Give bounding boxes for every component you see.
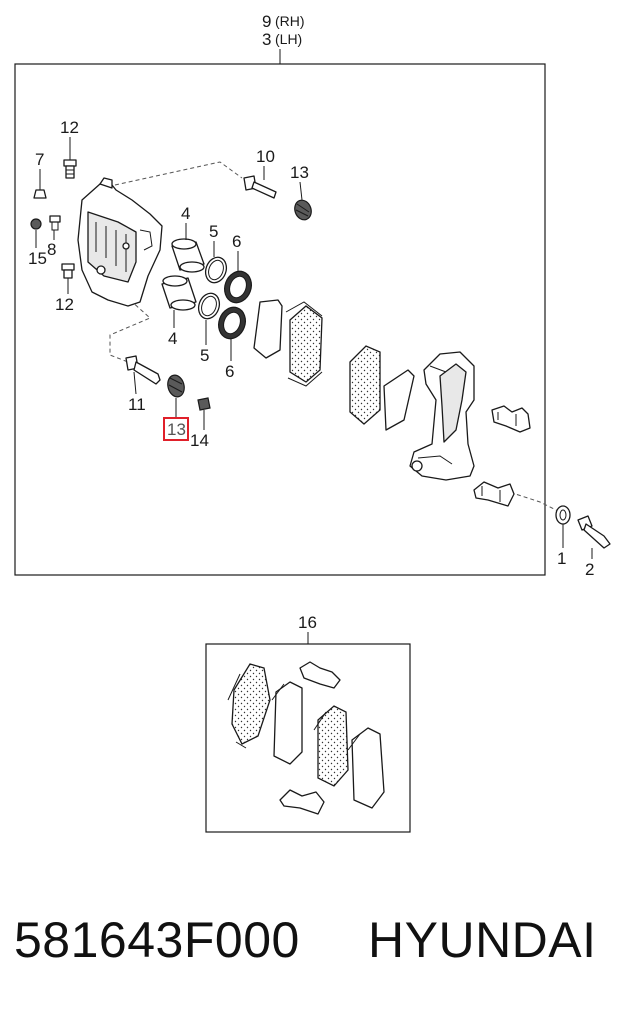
washer-1[interactable] <box>555 505 571 525</box>
callout-3-tag: (LH) <box>275 31 302 47</box>
pad-kit-pad-1[interactable] <box>227 663 271 749</box>
pad-kit-pad-2[interactable] <box>271 681 303 765</box>
caliper-assembly-frame <box>14 63 546 576</box>
callout-10[interactable]: 10 <box>256 147 275 166</box>
guide-line <box>109 299 151 363</box>
bleeder-cap-15[interactable] <box>30 218 42 230</box>
piston-lower[interactable] <box>161 275 197 311</box>
brake-caliper-exploded-diagram: 9 (RH) 3 (LH) <box>14 12 611 833</box>
callout-3-number: 3 <box>262 30 271 49</box>
callout-9-tag: (RH) <box>275 13 305 29</box>
guide-line <box>114 161 243 186</box>
callout-12-lower[interactable]: 12 <box>55 295 74 314</box>
piston-seal-lower[interactable] <box>195 290 223 321</box>
callout-12-upper[interactable]: 12 <box>60 118 79 137</box>
part-number: 581643F000 <box>14 912 300 968</box>
pad-kit-clip-1[interactable] <box>299 661 341 689</box>
caliper-housing[interactable] <box>77 177 163 307</box>
leader-line <box>133 371 137 395</box>
outer-brake-pad[interactable] <box>349 345 415 431</box>
inner-brake-pad[interactable] <box>253 299 323 387</box>
caliper-carrier-bracket[interactable] <box>409 351 475 481</box>
callout-13-lower: 13 <box>167 420 186 439</box>
callout-5-lower[interactable]: 5 <box>200 346 209 365</box>
callout-13-upper[interactable]: 13 <box>290 163 309 182</box>
spring-14[interactable] <box>197 397 211 411</box>
pad-kit-pad-4[interactable] <box>347 727 385 809</box>
callout-4-lower[interactable]: 4 <box>168 329 177 348</box>
callout-11[interactable]: 11 <box>128 395 146 414</box>
footer: 581643F000 HYUNDAI <box>0 905 624 975</box>
callout-8[interactable]: 8 <box>47 240 56 259</box>
callout-4-upper[interactable]: 4 <box>181 204 190 223</box>
piston-seal-upper[interactable] <box>202 254 230 285</box>
highlight-box <box>163 417 189 441</box>
callout-1[interactable]: 1 <box>557 549 566 568</box>
callout-9-3[interactable]: 9 (RH) 3 (LH) <box>262 12 305 64</box>
guide-rod-10[interactable] <box>243 175 277 199</box>
callout-6-lower[interactable]: 6 <box>225 362 234 381</box>
callout-15[interactable]: 15 <box>28 249 47 268</box>
callout-14[interactable]: 14 <box>190 431 209 450</box>
bolt-2[interactable] <box>577 515 611 549</box>
dust-boot-upper[interactable] <box>220 268 255 307</box>
leader-line <box>299 181 303 201</box>
callout-13-highlighted[interactable]: 13 <box>163 398 189 441</box>
guide-boot-13-upper[interactable] <box>292 198 314 222</box>
guide-boot-13-lower[interactable] <box>165 373 186 398</box>
pad-kit-pad-3[interactable] <box>313 705 349 787</box>
pad-clip-upper[interactable] <box>491 405 531 433</box>
callout-5-upper[interactable]: 5 <box>209 222 218 241</box>
callout-2[interactable]: 2 <box>585 560 594 579</box>
callout-16[interactable]: 16 <box>298 613 317 632</box>
pad-kit-clip-2[interactable] <box>279 789 325 815</box>
bolt-12-upper[interactable] <box>63 159 77 179</box>
bolt-12-lower[interactable] <box>61 263 75 279</box>
callout-7[interactable]: 7 <box>35 150 44 169</box>
bleeder-screw-7[interactable] <box>33 189 47 199</box>
dust-boot-lower[interactable] <box>214 304 249 343</box>
callout-6-upper[interactable]: 6 <box>232 232 241 251</box>
pad-clip-lower[interactable] <box>473 481 515 507</box>
guide-rod-11[interactable] <box>125 355 161 385</box>
bleeder-screw-8[interactable] <box>49 215 61 231</box>
callout-9-number: 9 <box>262 12 271 31</box>
brand-name: HYUNDAI <box>368 912 597 968</box>
pad-kit-frame <box>205 643 411 833</box>
piston-upper[interactable] <box>171 238 205 273</box>
